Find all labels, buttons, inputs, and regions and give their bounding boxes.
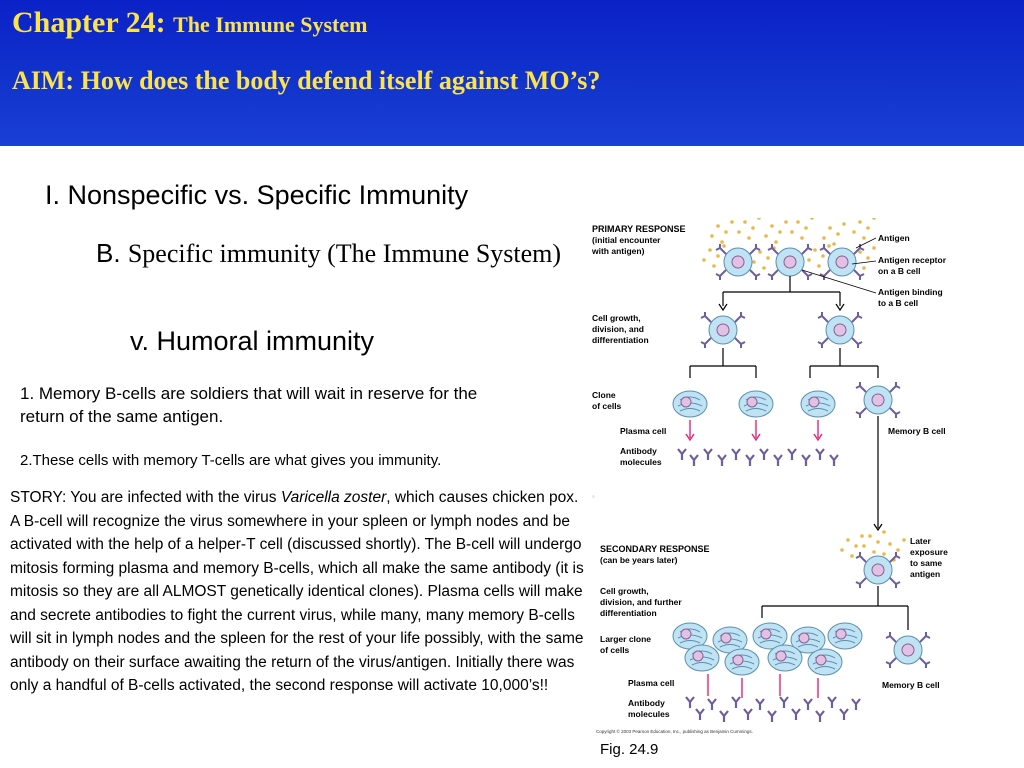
immune-response-figure: PRIMARY RESPONSE (initial encounter with… [591, 218, 948, 734]
label-growth-b1: Cell growth, [600, 586, 649, 596]
subsection-letter: B. [96, 238, 121, 268]
secondary-response-title: SECONDARY RESPONSE [600, 544, 710, 554]
memory-cell-secondary-2 [885, 631, 931, 669]
section-heading: I. Nonspecific vs. Specific Immunity [45, 180, 469, 210]
branch-lines-3 [761, 586, 909, 630]
subsubsection-heading: v. Humoral immunity [130, 326, 375, 356]
bullet-dot: ◦ [592, 492, 595, 501]
story-body: , which causes chicken pox. A B-cell wil… [10, 489, 584, 694]
chapter-number: Chapter 24: [12, 6, 166, 39]
primary-response-title: PRIMARY RESPONSE [592, 224, 686, 234]
secretion-arrows-2 [707, 674, 819, 698]
plasma-cells-primary [672, 390, 836, 418]
label-growth-b2: division, and further [600, 597, 682, 607]
label-binding-1: Antigen binding [878, 287, 943, 297]
label-memory-2: Memory B cell [882, 680, 940, 690]
story-virus-name: Varicella zoster [280, 489, 387, 506]
branch-lines-1 [722, 276, 841, 306]
arrowhead-2 [873, 523, 883, 532]
story-lead: STORY: You are infected with the virus [10, 489, 281, 506]
memory-cell-primary [855, 381, 901, 419]
label-antigen: Antigen [878, 233, 910, 243]
antibodies-secondary [684, 695, 862, 724]
branch-lines-2 [689, 348, 879, 378]
label-antibody-1: Antibody [620, 446, 657, 456]
arrowheads-1 [718, 303, 845, 312]
label-antibody-b2: molecules [628, 709, 670, 719]
antibodies-primary [676, 447, 840, 468]
label-later-1: Later [910, 536, 931, 546]
label-growth-2: division, and [592, 324, 644, 334]
label-growth-3: differentiation [592, 335, 649, 345]
label-receptor-1: Antigen receptor [878, 255, 947, 265]
chapter-title: Chapter 24: The Immune System [12, 6, 367, 40]
label-clone-2: of cells [592, 401, 622, 411]
label-clone-1: Clone [592, 390, 616, 400]
secretion-arrows [689, 420, 819, 438]
label-antibody-2: molecules [620, 457, 662, 467]
primary-response-sub1: (initial encounter [592, 235, 661, 245]
label-later-3: to same [910, 558, 942, 568]
secretion-arrowheads [685, 433, 823, 442]
label-later-2: exposure [910, 547, 948, 557]
subsection-title: Specific immunity (The Immune System) [127, 239, 562, 268]
aim-title: AIM: How does the body defend itself aga… [12, 66, 601, 95]
label-plasma: Plasma cell [620, 426, 666, 436]
b-cells-initial [715, 243, 865, 281]
point-2: 2.These cells with memory T-cells are wh… [20, 452, 442, 469]
label-memory: Memory B cell [888, 426, 946, 436]
title-banner: Chapter 24: The Immune System AIM: How d… [0, 0, 1024, 146]
subsection-heading: B. Specific immunity (The Immune System) [96, 232, 586, 275]
label-binding-2: to a B cell [878, 298, 918, 308]
label-leaders [801, 237, 877, 294]
plasma-cells-secondary [672, 622, 863, 676]
point-1: 1. Memory B-cells are soldiers that will… [20, 384, 478, 426]
primary-response-sub2: with antigen) [591, 246, 645, 256]
label-plasma-2: Plasma cell [628, 678, 674, 688]
memory-cell-secondary [855, 551, 901, 589]
label-later-4: antigen [910, 569, 940, 579]
b-cells-dividing [700, 311, 863, 349]
figure-caption: Fig. 24.9 [600, 741, 659, 758]
label-antibody-b1: Antibody [628, 698, 665, 708]
secondary-response-sub: (can be years later) [600, 555, 678, 565]
label-larger-1: Larger clone [600, 634, 651, 644]
label-growth-1: Cell growth, [592, 313, 641, 323]
story-paragraph: STORY: You are infected with the virus V… [10, 486, 590, 698]
chapter-subtitle: The Immune System [173, 12, 368, 37]
label-receptor-2: on a B cell [878, 266, 921, 276]
label-larger-2: of cells [600, 645, 630, 655]
figure-copyright: Copyright © 2003 Pearson Education, Inc.… [596, 728, 753, 734]
label-growth-b3: differentiation [600, 608, 657, 618]
